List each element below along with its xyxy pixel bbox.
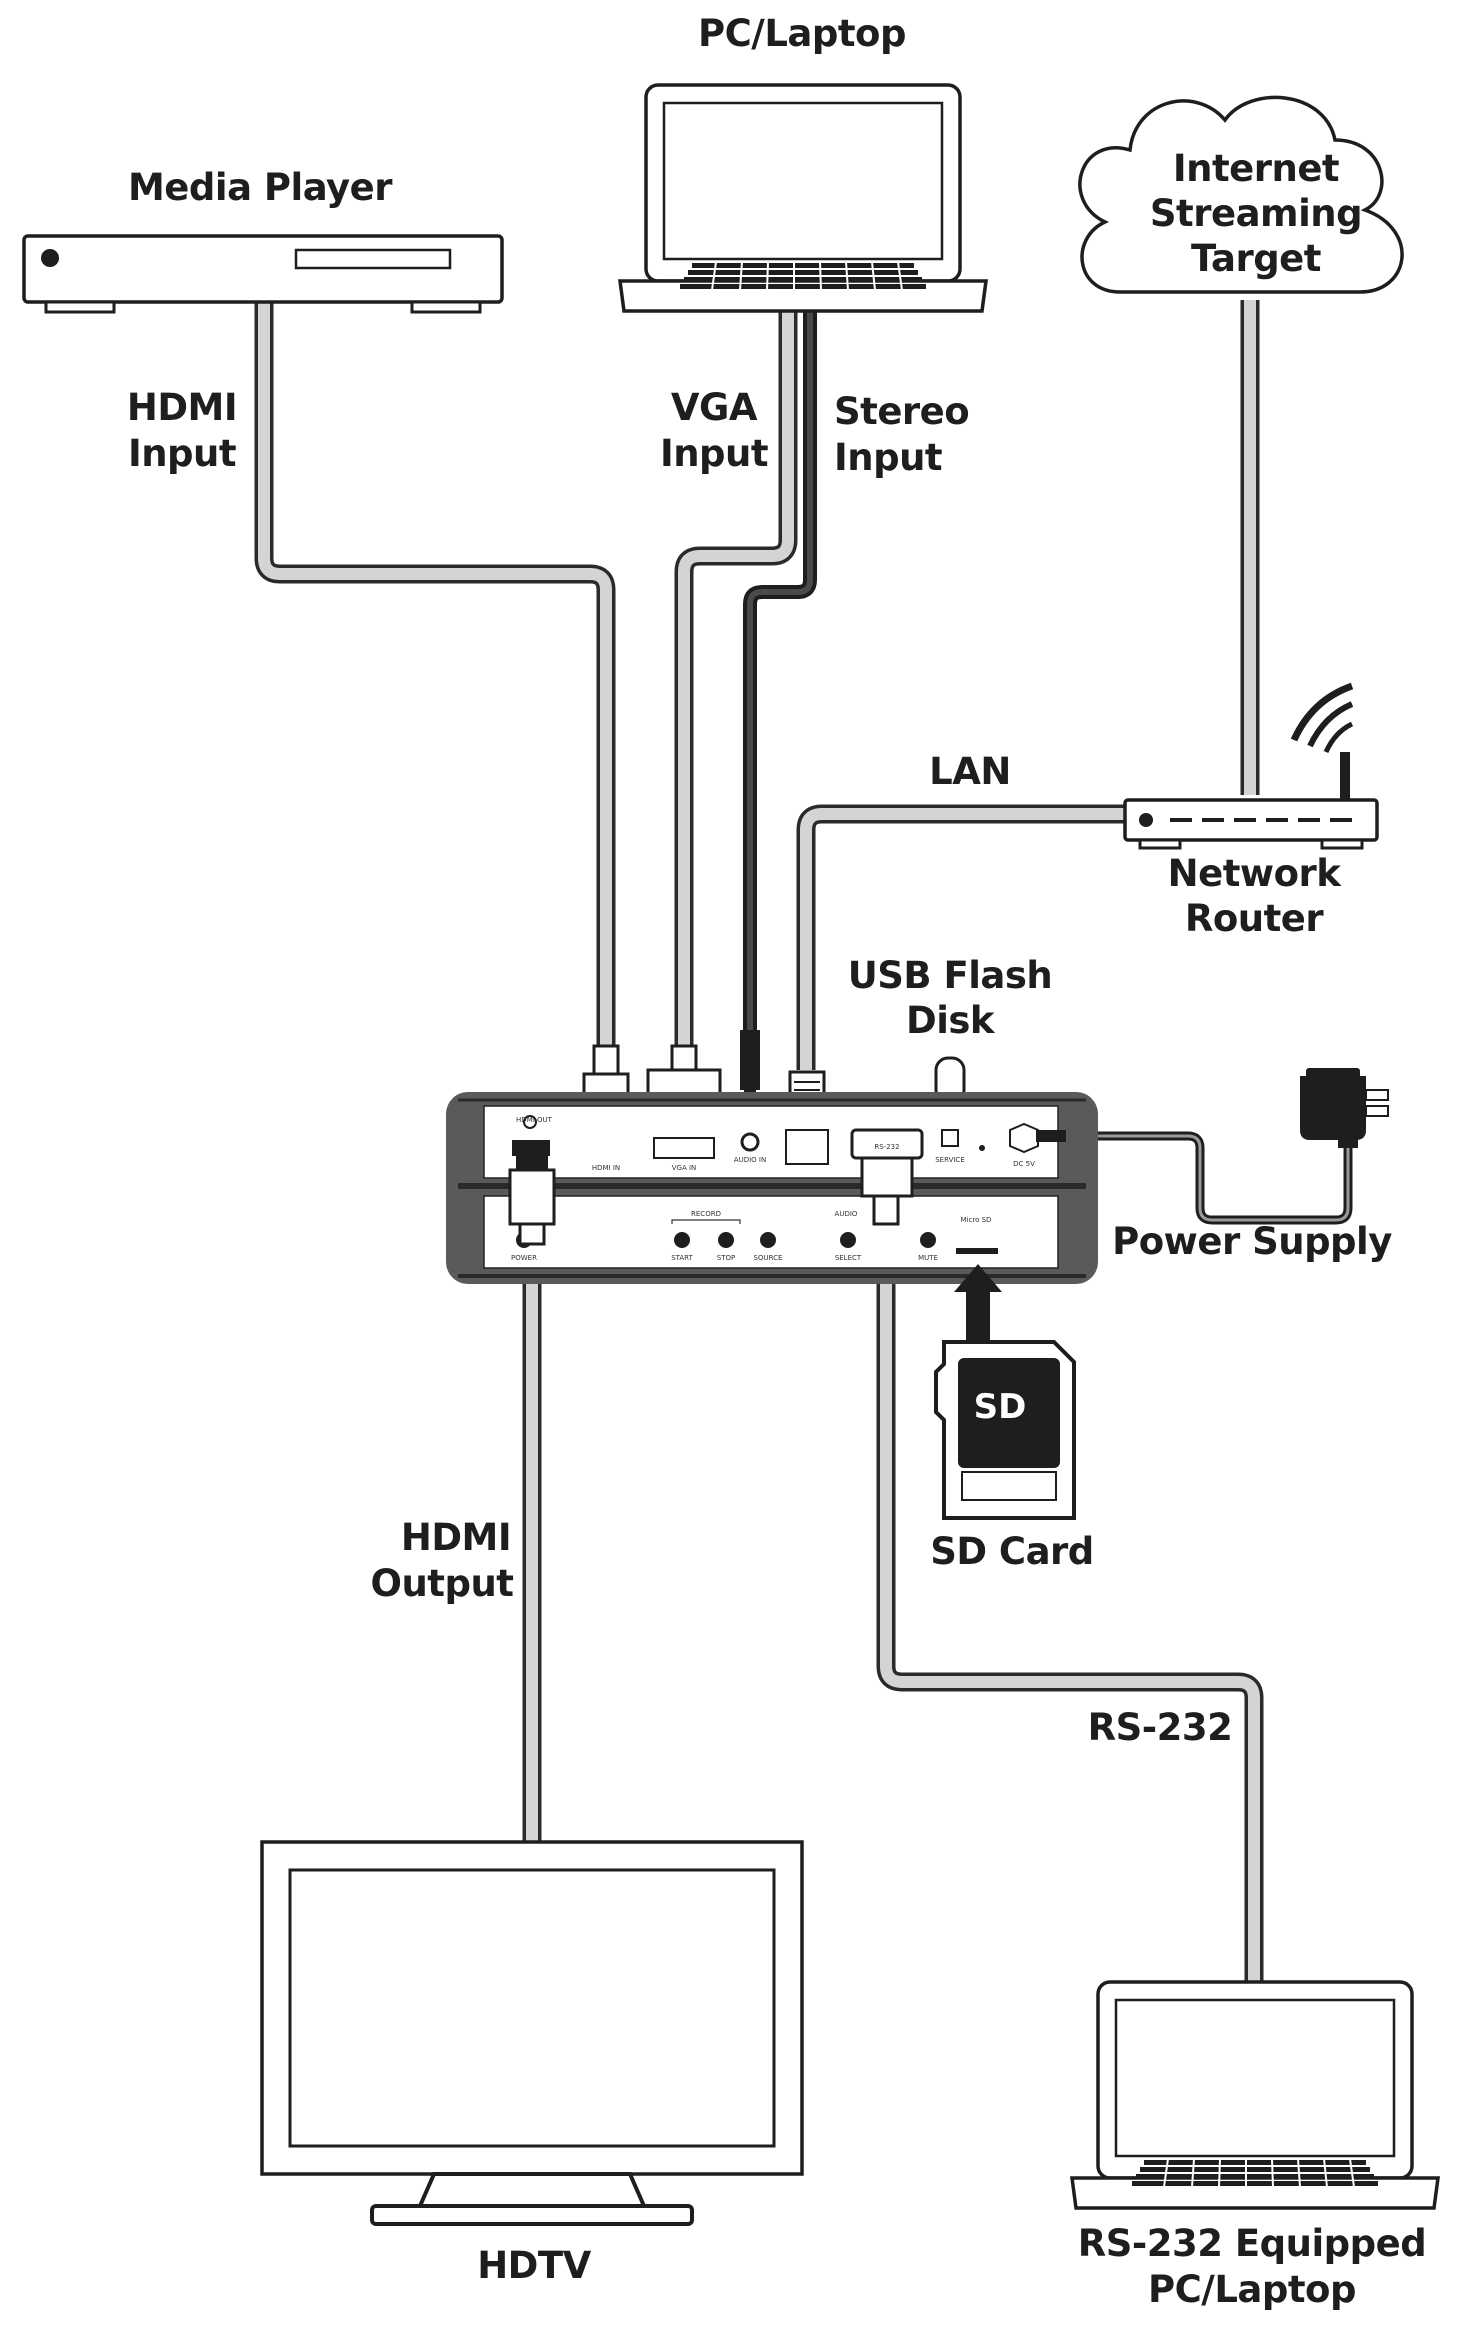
panel-label-hdmi-out: HDMI OUT <box>516 1116 553 1124</box>
hdtv-label: HDTV <box>477 2244 591 2287</box>
lan-port <box>785 1129 829 1165</box>
mute-button <box>920 1232 936 1248</box>
sd-card-face-label: SD <box>974 1387 1027 1427</box>
sd-card-icon: SD <box>934 1340 1076 1520</box>
panel-label-hdmi-in: HDMI IN <box>592 1164 620 1172</box>
hdtv-icon <box>260 1840 804 2226</box>
start-button <box>674 1232 690 1248</box>
network-router-icon <box>1123 682 1379 850</box>
media-player-label: Media Player <box>128 166 393 209</box>
internet-target-label-line1: Internet <box>1173 147 1339 190</box>
panel-label-source: SOURCE <box>754 1254 783 1262</box>
front-panel <box>483 1105 1059 1179</box>
vga-input-cable <box>674 312 798 1050</box>
ir-sensor-icon <box>523 1115 537 1129</box>
panel-label-vga-in: VGA IN <box>672 1164 697 1172</box>
usb-port <box>941 1129 959 1147</box>
panel-label-power: POWER <box>511 1254 537 1262</box>
hdmi-output-label-line1: HDMI <box>401 1516 511 1559</box>
panel-label-start: START <box>671 1254 693 1262</box>
panel-label-audio-in: AUDIO IN <box>734 1156 766 1164</box>
reset-button <box>979 1145 985 1151</box>
panel-label-select: SELECT <box>835 1254 862 1262</box>
panel-label-audio: AUDIO <box>835 1210 858 1218</box>
hdmi-input-label-line1: HDMI <box>127 386 237 429</box>
panel-label-stop: STOP <box>717 1254 735 1262</box>
hdmi-output-label-line2: Output <box>371 1562 514 1605</box>
panel-label-dc: DC 5V <box>1013 1160 1035 1168</box>
audio-select-button <box>840 1232 856 1248</box>
pc-laptop-icon <box>618 83 988 313</box>
power-supply-icon <box>1300 1068 1389 1148</box>
dc-port-icon <box>1009 1122 1039 1154</box>
audio-in-port <box>740 1132 760 1152</box>
audio-input-connector <box>740 1030 760 1100</box>
power-cable <box>1065 1131 1353 1225</box>
power-supply-label: Power Supply <box>1112 1220 1392 1263</box>
internet-target-label-line2: Streaming <box>1150 192 1362 235</box>
panel-label-rs232: RS-232 <box>874 1143 899 1151</box>
rs232-pc-laptop-icon <box>1070 1980 1440 2210</box>
rear-panel <box>483 1195 1059 1269</box>
rs232-pc-laptop-label-line1: RS-232 Equipped <box>1078 2222 1426 2265</box>
vga-input-label-line2: Input <box>660 432 768 475</box>
hdmi-output-connector <box>508 1146 556 1246</box>
stereo-input-label-line1: Stereo <box>834 390 969 433</box>
lan-label: LAN <box>929 750 1011 793</box>
pc-laptop-label: PC/Laptop <box>698 12 906 55</box>
network-router-label-line2: Router <box>1185 897 1325 940</box>
rs232-cable <box>876 1222 1264 1982</box>
source-button <box>760 1232 776 1248</box>
sd-card-label: SD Card <box>930 1530 1094 1573</box>
dc-plug <box>1036 1130 1066 1142</box>
rs232-pc-laptop-label-line2: PC/Laptop <box>1148 2268 1356 2311</box>
usb-flash-disk-label-line1: USB Flash <box>848 954 1053 997</box>
network-router-label-line1: Network <box>1168 852 1343 895</box>
panel-label-service: SERVICE <box>935 1156 965 1164</box>
internet-target-label-line3: Target <box>1191 237 1321 280</box>
micro-sd-slot <box>956 1248 998 1254</box>
vga-in-port <box>653 1137 715 1159</box>
usb-flash-disk-label-line2: Disk <box>906 999 996 1042</box>
stereo-input-label-line2: Input <box>834 436 942 479</box>
stereo-input-cable <box>743 312 817 1040</box>
lan-cable <box>796 804 1125 1070</box>
rs232-label: RS-232 <box>1088 1706 1233 1749</box>
media-player-icon <box>22 234 504 314</box>
panel-label-micro-sd: Micro SD <box>961 1216 992 1224</box>
main-device: HDMI IN VGA IN AUDIO IN SERVICE DC 5V HD… <box>446 1092 1098 1284</box>
hdmi-input-cable <box>254 302 616 1050</box>
panel-label-record: RECORD <box>691 1210 721 1218</box>
panel-label-mute: MUTE <box>918 1254 938 1262</box>
sd-card-insert-arrow <box>954 1264 1002 1340</box>
vga-input-label-line1: VGA <box>671 386 758 429</box>
hdmi-input-label-line2: Input <box>128 432 236 475</box>
rs232-connector: RS-232 <box>850 1128 924 1226</box>
stop-button <box>718 1232 734 1248</box>
cloud-icon <box>1078 95 1404 294</box>
